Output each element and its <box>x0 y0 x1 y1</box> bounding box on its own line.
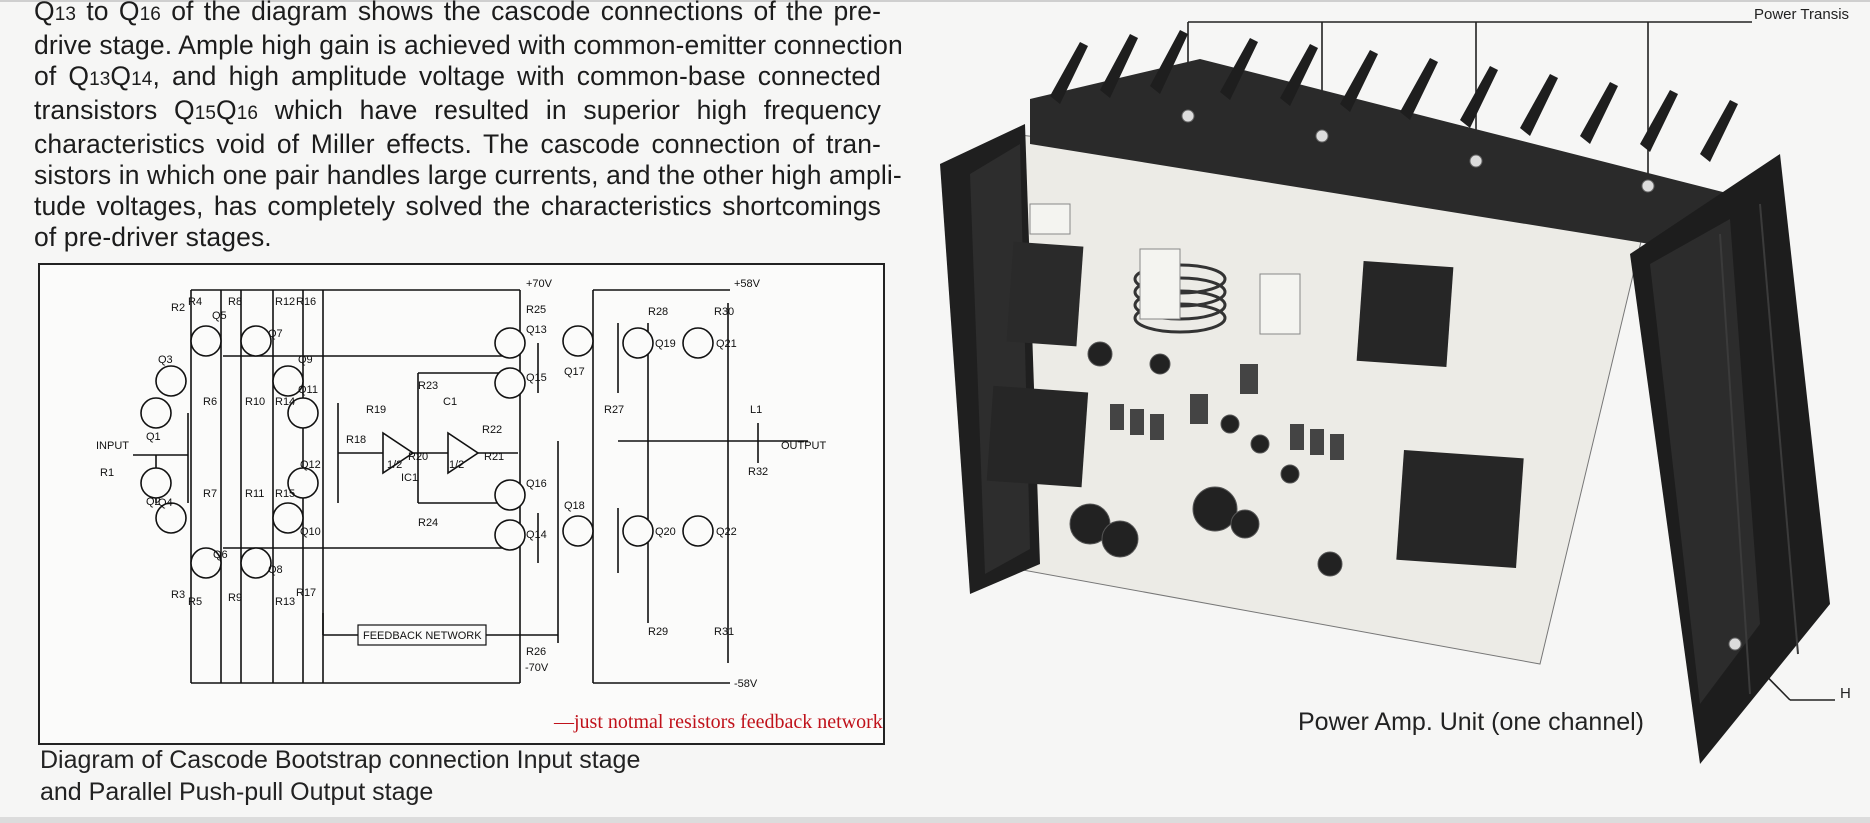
label-q20: Q20 <box>655 526 676 538</box>
body-text-line: tude voltages, has completely solved the… <box>34 191 881 221</box>
schematic-caption: Diagram of Cascode Bootstrap connection … <box>40 744 640 808</box>
rail-neg-70-label: -70V <box>525 662 549 674</box>
label-r27: R27 <box>604 404 624 416</box>
schematic-caption-line1: Diagram of Cascode Bootstrap connection … <box>40 746 641 774</box>
output-label: OUTPUT <box>781 440 827 452</box>
body-text-line: of Q13Q14, and high amplitude voltage wi… <box>34 61 882 91</box>
body-text-line: transistors Q15Q16 which have resulted i… <box>34 95 881 125</box>
label-r5: R5 <box>188 596 202 608</box>
label-r8: R8 <box>228 296 242 308</box>
label-q8: Q8 <box>268 564 283 576</box>
label-q6: Q6 <box>213 549 228 561</box>
label-r10: R10 <box>245 396 265 408</box>
label-r1: R1 <box>100 467 114 479</box>
rail-pos-58-label: +58V <box>734 278 761 290</box>
schematic-caption-line2: and Parallel Push-pull Output stage <box>40 778 434 806</box>
label-r28: R28 <box>648 306 668 318</box>
label-r31: R31 <box>714 626 734 638</box>
subscript: 15 <box>194 103 217 124</box>
label-r24: R24 <box>418 517 438 529</box>
label-q9: Q9 <box>298 354 313 366</box>
page-top-edge <box>0 0 1870 2</box>
label-q10: Q10 <box>300 526 321 538</box>
label-q14: Q14 <box>526 529 547 541</box>
subscript: 16 <box>236 103 259 124</box>
schematic-frame <box>38 263 885 745</box>
label-r15: R15 <box>275 488 295 500</box>
label-q19: Q19 <box>655 338 676 350</box>
label-q21: Q21 <box>716 338 737 350</box>
label-q15: Q15 <box>526 372 547 384</box>
label-r17: R17 <box>296 587 316 599</box>
label-c1: C1 <box>443 396 457 408</box>
subscript: 13 <box>54 4 77 25</box>
label-q18: Q18 <box>564 500 585 512</box>
rail-pos-70-label: +70V <box>526 278 553 290</box>
heatsink-callout: H <box>1840 685 1851 702</box>
label-r26: R26 <box>526 646 546 658</box>
label-r9: R9 <box>228 592 242 604</box>
schematic-diagram: +70V -70V +58V -58V INPUT OUTPUT FEEDBAC… <box>96 278 827 690</box>
body-text-line: Q13 to Q16 of the diagram shows the casc… <box>34 0 881 26</box>
ic1-label: IC1 <box>401 472 418 484</box>
label-r30: R30 <box>714 306 734 318</box>
label-r11: R11 <box>245 488 264 500</box>
label-r29: R29 <box>648 626 668 638</box>
label-r14: R14 <box>275 396 295 408</box>
subscript: 14 <box>131 69 153 90</box>
label-r13: R13 <box>275 596 295 608</box>
label-q5: Q5 <box>212 310 227 322</box>
label-r6: R6 <box>203 396 217 408</box>
label-q3: Q3 <box>158 354 173 366</box>
body-text-line: drive stage. Ample high gain is achieved… <box>34 30 903 60</box>
label-r18: R18 <box>346 434 366 446</box>
label-q4: Q4 <box>158 497 173 509</box>
label-q7: Q7 <box>268 328 283 340</box>
label-r25: R25 <box>526 304 546 316</box>
subscript: 13 <box>89 69 111 90</box>
body-text-line: of pre-driver stages. <box>34 222 272 252</box>
body-text-line: characteristics void of Miller effects. … <box>34 129 881 159</box>
label-l1: L1 <box>750 404 762 416</box>
label-r22: R22 <box>482 424 502 436</box>
label-r23: R23 <box>418 380 438 392</box>
label-q13: Q13 <box>526 324 547 336</box>
feedback-network-label: FEEDBACK NETWORK <box>363 630 482 642</box>
label-r16: R16 <box>296 296 316 308</box>
label-r32: R32 <box>748 466 768 478</box>
power-transistor-callout: Power Transis <box>1754 6 1850 23</box>
label-r3: R3 <box>171 589 185 601</box>
power-amp-photo <box>940 21 1835 764</box>
label-r21: R21 <box>484 451 504 463</box>
input-label: INPUT <box>96 440 129 452</box>
label-r19: R19 <box>366 404 386 416</box>
label-q11: Q11 <box>298 384 318 396</box>
label-q1: Q1 <box>146 431 161 443</box>
body-paragraph: Q13 to Q16 of the diagram shows the casc… <box>34 0 903 253</box>
label-r4: R4 <box>188 296 202 308</box>
label-q2: Q2 <box>146 496 161 508</box>
label-r2: R2 <box>171 302 185 314</box>
opamp-half-label: 1/2 <box>449 459 464 471</box>
label-r12: R12 <box>275 296 295 308</box>
label-q16: Q16 <box>526 478 547 490</box>
label-q22: Q22 <box>716 526 737 538</box>
label-r7: R7 <box>203 488 217 500</box>
rail-neg-58-label: -58V <box>734 678 758 690</box>
subscript: 16 <box>139 4 161 25</box>
page-bottom-edge <box>0 817 1870 823</box>
body-text-line: sistors in which one pair handles large … <box>34 160 902 190</box>
label-r20: R20 <box>408 451 428 463</box>
label-q17: Q17 <box>564 366 585 378</box>
red-annotation-note: —just notmal resistors feedback network <box>554 711 883 733</box>
opamp-half-label: 1/2 <box>387 459 402 471</box>
photo-caption: Power Amp. Unit (one channel) <box>1298 708 1645 736</box>
label-q12: Q12 <box>300 459 321 471</box>
